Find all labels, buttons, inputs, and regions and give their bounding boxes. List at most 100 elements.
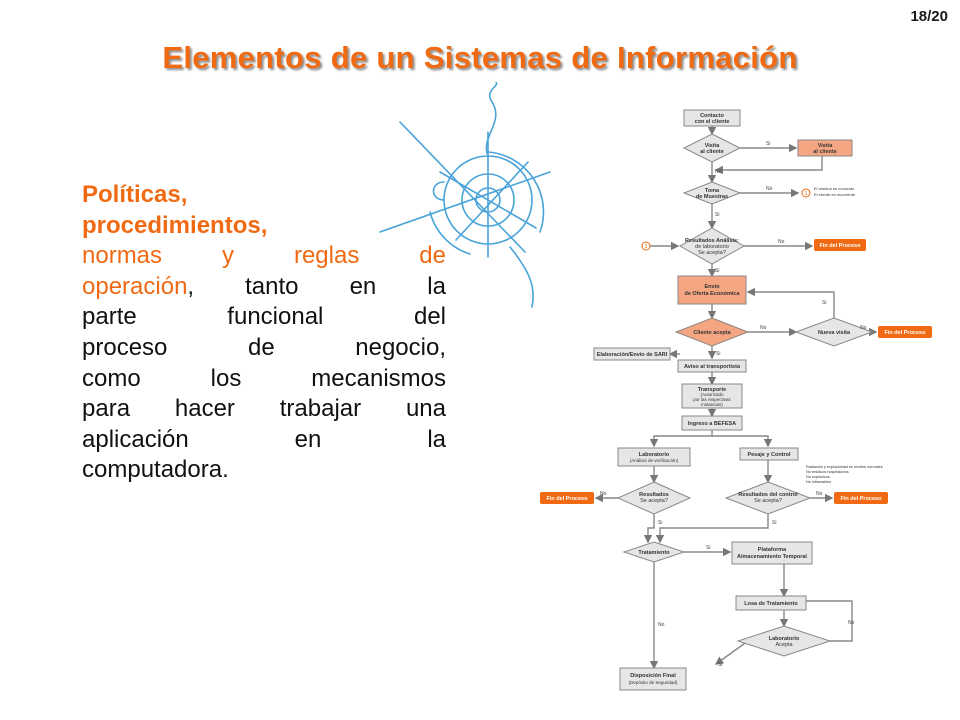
node-visita-cliente-label-2: al cliente [813, 149, 837, 155]
decision-resultados-label-3: Se acepta? [698, 250, 726, 256]
node-envio-oferta-label: Envío [705, 284, 721, 290]
edge-label-no-3: No [778, 239, 785, 245]
node-fin-proceso-3-label: Fin del Proceso [547, 496, 589, 502]
node-aviso-label: Aviso al transportista [684, 364, 741, 370]
edge-label-no-9: No [848, 620, 855, 626]
decorative-spiral-graphic [379, 82, 551, 308]
node-contacto [683, 109, 741, 127]
node-transporte [681, 383, 743, 409]
edge-label-no-8: No [658, 622, 665, 628]
node-fin-proceso-2-label: Fin del Proceso [885, 330, 927, 336]
node-visita-cliente-label: Visita [818, 143, 834, 149]
decision-resultados-control-label-2: Se acepta? [754, 498, 782, 504]
node-contacto-label-2: con el cliente [695, 119, 730, 125]
note-inflamables: No inflamables [806, 480, 831, 484]
process-flowchart: Contacto con el cliente Visita al client… [540, 109, 932, 691]
body-line-politicas: Políticas, [82, 181, 188, 208]
node-sari-label: Elaboración/Envío de SARI [597, 352, 668, 358]
node-disposicion-label-2: (Depósito de Seguridad) [629, 680, 678, 685]
edge-label-no-2: No [766, 186, 773, 192]
decision-resultados [678, 227, 746, 265]
connector-one [801, 188, 811, 198]
edge-label-no-6: No [600, 491, 607, 497]
edge-label-si-8: Si [706, 545, 710, 551]
edge-label-si-1: Si [766, 141, 770, 147]
decision-toma-label-2: de Muestras [696, 194, 728, 200]
decision-lab-final-label: Laboratorio [769, 636, 800, 642]
node-transporte-label: Transporte [698, 387, 726, 393]
node-fin-proceso-3 [540, 492, 594, 504]
decision-tratamiento-label: Tratamiento [638, 550, 670, 556]
connector-one-left [641, 241, 651, 251]
node-visita-cliente [797, 139, 853, 157]
body-line-operacion-rest: , tanto en la [187, 272, 446, 300]
decision-visita-label-2: al cliente [700, 149, 724, 155]
edge-label-no-1: No [715, 169, 722, 175]
body-line-8: para hacer trabajar una [82, 395, 446, 423]
node-fin-proceso-1-label: Fin del Proceso [820, 243, 862, 249]
node-disposicion [619, 667, 687, 691]
decision-toma [682, 181, 742, 205]
decision-visita-label: Visita [705, 143, 721, 149]
decision-resultados-control-label: Resultados del control [738, 492, 798, 498]
node-aviso [677, 359, 747, 373]
decision-toma-label: Toma [705, 188, 720, 194]
body-line-6: proceso de negocio, [82, 333, 446, 361]
node-ingreso-label: Ingreso a BEFESA [688, 421, 736, 427]
edge-label-si-7: Si [772, 520, 776, 526]
node-plataforma-label: Plataforma [758, 547, 787, 553]
edge-label-si-2: Si [715, 212, 719, 218]
decision-tratamiento [622, 541, 686, 563]
edge-label-no-4: No [760, 325, 767, 331]
body-line-normas: normas y reglas de [82, 242, 446, 270]
node-fin-proceso-4 [834, 492, 888, 504]
decision-resultados-lab [616, 481, 692, 515]
edge-label-si-4: Si [822, 300, 826, 306]
node-laboratorio-label-2: (Análisis de verificación) [630, 458, 679, 463]
body-line-procedimientos: procedimientos, [82, 211, 268, 239]
edge-label-si-5: Si [716, 351, 720, 357]
node-contacto-label: Contacto [700, 113, 724, 119]
body-term-operacion: operación [82, 272, 188, 300]
decision-lab-final-label-2: Acepta [775, 642, 793, 648]
note-explosivos: No explosivos [806, 475, 830, 479]
decision-resultados-label-2: de laboratorio [695, 244, 729, 250]
decision-resultados-label: Resultados Análisis: [685, 238, 739, 244]
decision-lab-final [736, 625, 832, 657]
edge-label-si-9: Si [718, 662, 722, 668]
connector-one-left-label: 1 [644, 244, 647, 250]
note-hospitalarios: No residuos hospitalarios [806, 470, 849, 474]
node-pesaje-label: Pesaje y Control [747, 452, 791, 458]
node-envio-oferta-label-2: de Oferta Económica [684, 291, 740, 297]
node-fin-proceso-4-label: Fin del Proceso [841, 496, 883, 502]
decision-nueva-visita [794, 317, 874, 347]
note-residuo: El residuo es conocido [814, 186, 855, 191]
node-transporte-label-2: (Autorizado [700, 392, 724, 397]
node-envio-oferta [677, 275, 747, 305]
decision-cliente-acepta-label: Cliente acepta [693, 330, 731, 336]
decision-resultados-lab-label-2: Se acepta? [640, 498, 668, 504]
page-number: 18/20 [910, 8, 948, 25]
node-plataforma-label-2: Almacenamiento Temporal [737, 554, 807, 560]
decision-nueva-visita-label: Nueva visita [818, 330, 851, 336]
body-line-operacion: operación, tanto en la [82, 272, 446, 303]
node-laboratorio-label: Laboratorio [639, 452, 670, 458]
node-ingreso [681, 415, 743, 431]
node-laboratorio [617, 447, 691, 467]
body-text: Políticas, procedimientos, normas y regl… [82, 180, 446, 486]
decision-cliente-acepta [674, 317, 750, 347]
node-pesaje [739, 447, 799, 461]
node-sari [593, 347, 671, 361]
body-line-7: como los mecanismos [82, 364, 446, 392]
node-transporte-label-4: instancias) [701, 402, 723, 407]
note-radiacion: Radiación y explosividad en niveles norm… [806, 465, 883, 469]
node-losa [735, 595, 807, 611]
decision-resultados-lab-label: Resultados [639, 492, 669, 498]
node-disposicion-label: Disposición Final [630, 673, 676, 679]
edge-label-no-7: No [816, 491, 823, 497]
slide-title: Elementos de un Sistemas de Información [162, 40, 798, 75]
body-line-10: computadora. [82, 456, 229, 484]
node-fin-proceso-2 [878, 326, 932, 338]
connector-one-label: 1 [804, 191, 807, 197]
